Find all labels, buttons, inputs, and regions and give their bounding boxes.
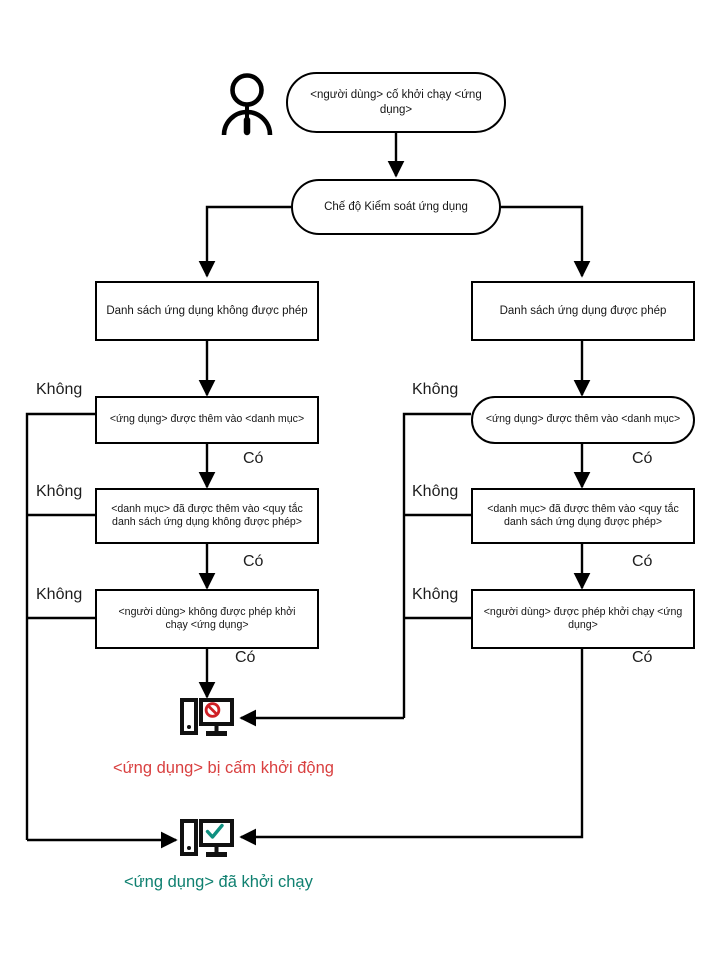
edge-mode-to-denylist bbox=[198, 205, 291, 278]
node-allow-user-allowed[interactable]: <người dùng> được phép khởi chạy <ứng dụ… bbox=[471, 589, 695, 649]
edge-label-allow-q3-yes: Có bbox=[632, 649, 653, 666]
node-allow-app-in-category-label: <ứng dụng> được thêm vào <danh mục> bbox=[485, 413, 681, 426]
node-deny-app-in-category[interactable]: <ứng dụng> được thêm vào <danh mục> bbox=[95, 396, 319, 444]
node-control-mode[interactable]: Chế độ Kiểm soát ứng dụng bbox=[291, 179, 501, 235]
edge-label-allow-q1-yes: Có bbox=[632, 450, 653, 467]
node-control-mode-label: Chế độ Kiểm soát ứng dụng bbox=[324, 200, 468, 213]
node-allowlist-label: Danh sách ứng dụng được phép bbox=[499, 304, 667, 317]
user-actor-icon bbox=[221, 73, 273, 136]
computer-allowed-icon bbox=[180, 819, 234, 857]
edge-deny-q1-no bbox=[25, 412, 95, 840]
edge-mode-to-allowlist bbox=[501, 205, 591, 278]
node-allow-category-in-rule[interactable]: <danh mục> đã được thêm vào <quy tắc dan… bbox=[471, 488, 695, 544]
node-deny-user-not-allowed[interactable]: <người dùng> không được phép khởi chạy <… bbox=[95, 589, 319, 649]
edge-label-deny-q1-yes: Có bbox=[243, 450, 264, 467]
edge-label-allow-q3-no: Không bbox=[412, 586, 459, 603]
edge-label-deny-q2-yes: Có bbox=[243, 553, 264, 570]
blocked-caption: <ứng dụng> bị cấm khởi động bbox=[113, 759, 334, 777]
node-start-label: <người dùng> cố khởi chạy <ứng dụng> bbox=[310, 89, 482, 116]
node-deny-category-in-rule-label: <danh mục> đã được thêm vào <quy tắc dan… bbox=[111, 502, 303, 528]
node-denylist-label: Danh sách ứng dụng không được phép bbox=[106, 304, 308, 317]
node-denylist[interactable]: Danh sách ứng dụng không được phép bbox=[95, 281, 319, 341]
edge-label-deny-q3-yes: Có bbox=[235, 649, 256, 666]
edge-label-deny-q3-no: Không bbox=[36, 586, 83, 603]
computer-blocked-icon bbox=[180, 698, 234, 736]
node-allowlist[interactable]: Danh sách ứng dụng được phép bbox=[471, 281, 695, 341]
node-allow-app-in-category[interactable]: <ứng dụng> được thêm vào <danh mục> bbox=[471, 396, 695, 444]
node-deny-app-in-category-label: <ứng dụng> được thêm vào <danh mục> bbox=[109, 413, 305, 426]
edge-allow-q3-yes-to-started bbox=[239, 648, 584, 846]
edge-label-allow-q2-no: Không bbox=[412, 483, 459, 500]
node-allow-user-allowed-label: <người dùng> được phép khởi chạy <ứng dụ… bbox=[483, 605, 683, 631]
edge-label-allow-q2-yes: Có bbox=[632, 553, 653, 570]
edge-label-allow-q1-no: Không bbox=[412, 381, 459, 398]
started-caption: <ứng dụng> đã khởi chạy bbox=[124, 873, 313, 891]
node-deny-user-not-allowed-label: <người dùng> không được phép khởi chạy <… bbox=[118, 605, 296, 631]
edge-label-deny-q2-no: Không bbox=[36, 483, 83, 500]
node-allow-category-in-rule-label: <danh mục> đã được thêm vào <quy tắc dan… bbox=[487, 502, 679, 528]
node-start[interactable]: <người dùng> cố khởi chạy <ứng dụng> bbox=[286, 72, 506, 133]
node-deny-category-in-rule[interactable]: <danh mục> đã được thêm vào <quy tắc dan… bbox=[95, 488, 319, 544]
edge-label-deny-q1-no: Không bbox=[36, 381, 83, 398]
edge-allow-q1-no bbox=[402, 412, 471, 718]
